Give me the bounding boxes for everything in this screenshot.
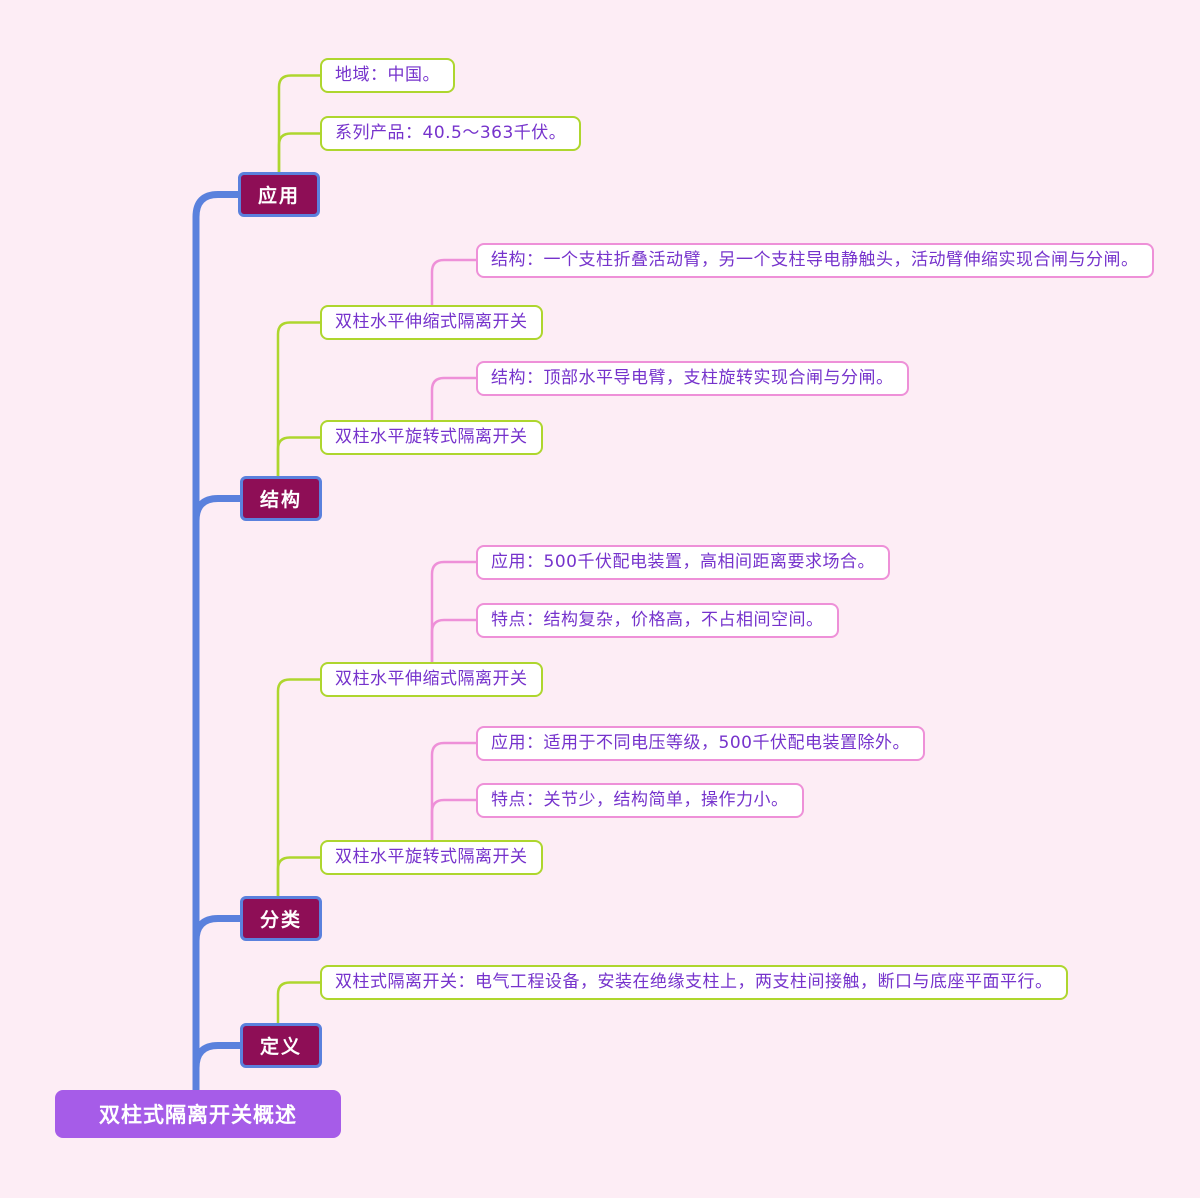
leaf-structure-telescopic-switch[interactable]: 双柱水平伸缩式隔离开关 [320, 305, 543, 340]
leaf-definition-text[interactable]: 双柱式隔离开关：电气工程设备，安装在绝缘支柱上，两支柱间接触，断口与底座平面平行… [320, 965, 1068, 1000]
pink-connectors [430, 258, 479, 843]
subleaf-telescopic-structure[interactable]: 结构：一个支柱折叠活动臂，另一个支柱导电静触头，活动臂伸缩实现合闸与分闸。 [476, 243, 1154, 278]
branch-application[interactable]: 应用 [238, 172, 320, 217]
leaf-structure-rotary-switch[interactable]: 双柱水平旋转式隔离开关 [320, 420, 543, 455]
subleaf-rotary-application[interactable]: 应用：适用于不同电压等级，500千伏配电装置除外。 [476, 726, 925, 761]
trunk-lines [192, 191, 244, 1095]
subleaf-telescopic-feature[interactable]: 特点：结构复杂，价格高，不占相间空间。 [476, 603, 839, 638]
branch-classification[interactable]: 分类 [240, 896, 322, 941]
subleaf-telescopic-application[interactable]: 应用：500千伏配电装置，高相间距离要求场合。 [476, 545, 890, 580]
branch-definition[interactable]: 定义 [240, 1023, 322, 1068]
root-topic[interactable]: 双柱式隔离开关概述 [55, 1090, 341, 1138]
leaf-series-products[interactable]: 系列产品：40.5～363千伏。 [320, 116, 582, 151]
subleaf-rotary-feature[interactable]: 特点：关节少，结构简单，操作力小。 [476, 783, 804, 818]
leaf-classification-rotary-switch[interactable]: 双柱水平旋转式隔离开关 [320, 840, 543, 875]
leaf-region[interactable]: 地域：中国。 [320, 58, 455, 93]
green-connectors [276, 74, 323, 1026]
branch-structure[interactable]: 结构 [240, 476, 322, 521]
subleaf-rotary-structure[interactable]: 结构：顶部水平导电臂，支柱旋转实现合闸与分闸。 [476, 361, 909, 396]
leaf-classification-telescopic-switch[interactable]: 双柱水平伸缩式隔离开关 [320, 662, 543, 697]
